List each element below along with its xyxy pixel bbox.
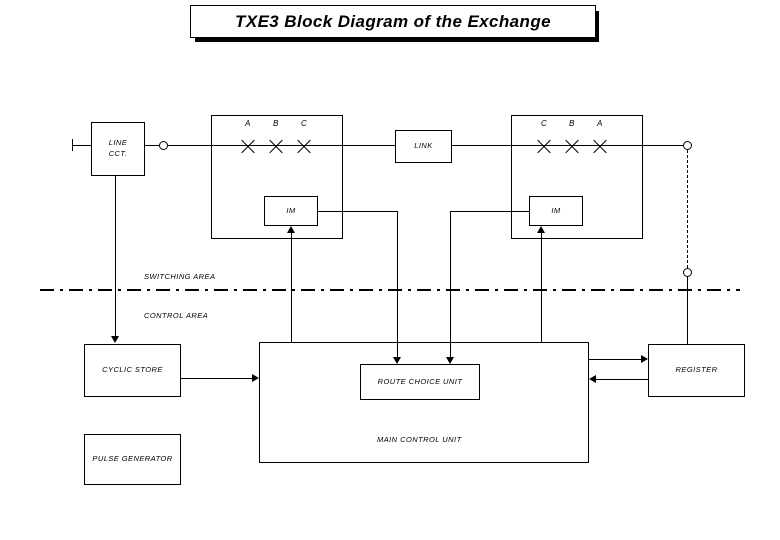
arrowhead-into-mcu-left <box>252 374 259 382</box>
block-route-choice-unit-label: ROUTE CHOICE UNIT <box>377 376 463 386</box>
block-main-control-unit-label: MAIN CONTROL UNIT <box>377 435 462 444</box>
crosspoint-right-a-icon <box>591 138 609 156</box>
switch-block-right <box>511 115 643 239</box>
wire-mcu-to-register <box>589 359 641 360</box>
switch-left-through-wire <box>211 145 343 146</box>
wire-linecct-to-cyclicstore <box>115 176 116 337</box>
block-main-control-unit <box>259 342 589 463</box>
wire-to-register-top <box>687 277 688 344</box>
switching-area-label: SWITCHING AREA <box>144 272 216 281</box>
wire-register-to-mcu <box>596 379 648 380</box>
arrowhead-into-register <box>641 355 648 363</box>
block-register: REGISTER <box>648 344 745 397</box>
block-register-label: REGISTER <box>675 365 718 375</box>
wire-im-left-out <box>318 211 397 212</box>
wire-link-to-switchright <box>452 145 511 146</box>
block-im-left-label: IM <box>286 205 296 215</box>
arrowhead-into-im-right <box>537 226 545 233</box>
area-divider-line <box>40 289 740 291</box>
switch-right-through-wire <box>511 145 643 146</box>
crosspoint-left-a-icon <box>239 138 257 156</box>
crosspoint-right-c-icon <box>535 138 553 156</box>
page-title: TXE3 Block Diagram of the Exchange <box>235 11 551 31</box>
block-im-left: IM <box>264 196 318 226</box>
block-pulse-generator-label: PULSE GENERATOR <box>92 454 173 464</box>
block-link: LINK <box>395 130 452 163</box>
block-line-cct: LINE CCT. <box>91 122 145 176</box>
connector-circle-right-bottom <box>683 268 692 277</box>
wire-switchright-out <box>643 145 687 146</box>
wire-to-switch-left <box>168 145 212 146</box>
block-cyclic-store-label: CYCLIC STORE <box>102 365 163 375</box>
control-area-label: CONTROL AREA <box>144 311 209 320</box>
block-line-cct-label: LINE CCT. <box>108 138 128 158</box>
arrowhead-into-cyclic-store <box>111 336 119 343</box>
block-im-right: IM <box>529 196 583 226</box>
block-cyclic-store: CYCLIC STORE <box>84 344 181 397</box>
line-cct-out-wire <box>145 145 159 146</box>
switch-left-stage-a-label: A <box>245 119 251 128</box>
block-route-choice-unit: ROUTE CHOICE UNIT <box>360 364 480 400</box>
wire-mcu-to-im-left <box>291 232 292 343</box>
crosspoint-right-b-icon <box>563 138 581 156</box>
dashed-wire-register-link <box>687 150 688 268</box>
title-banner: TXE3 Block Diagram of the Exchange <box>190 5 596 38</box>
switch-right-stage-b-label: B <box>569 119 575 128</box>
switch-right-stage-a-label: A <box>597 119 603 128</box>
arrowhead-rcu-right <box>446 357 454 364</box>
block-pulse-generator: PULSE GENERATOR <box>84 434 181 485</box>
wire-im-right-out <box>450 211 529 212</box>
switch-left-stage-c-label: C <box>301 119 308 128</box>
arrowhead-rcu-left <box>393 357 401 364</box>
arrowhead-into-mcu-right <box>589 375 596 383</box>
connector-circle-left <box>159 141 168 150</box>
switch-left-stage-b-label: B <box>273 119 279 128</box>
crosspoint-left-c-icon <box>295 138 313 156</box>
connector-circle-right-top <box>683 141 692 150</box>
switch-block-left <box>211 115 343 239</box>
line-in-wire <box>72 145 91 146</box>
block-im-right-label: IM <box>551 205 561 215</box>
block-link-label: LINK <box>414 141 433 151</box>
wire-im-right-to-rcu <box>450 211 451 358</box>
crosspoint-left-b-icon <box>267 138 285 156</box>
wire-switchleft-to-link <box>343 145 395 146</box>
wire-mcu-to-im-right <box>541 232 542 343</box>
wire-cyclicstore-to-mcu <box>181 378 252 379</box>
arrowhead-into-im-left <box>287 226 295 233</box>
wire-im-left-to-rcu <box>397 211 398 358</box>
switch-right-stage-c-label: C <box>541 119 548 128</box>
